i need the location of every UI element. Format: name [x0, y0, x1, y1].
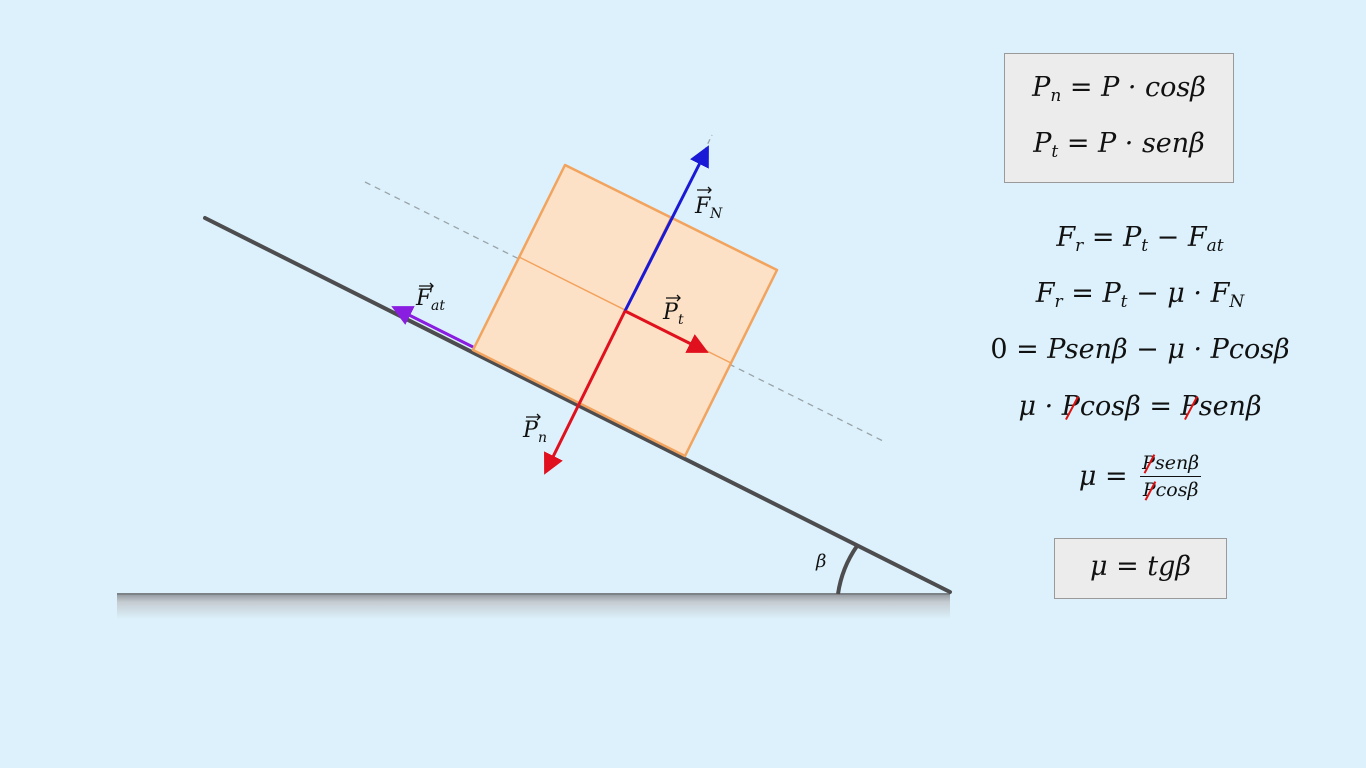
svg-text:n: n	[538, 430, 547, 446]
svg-text:P: P	[662, 300, 679, 325]
svg-text:F: F	[415, 286, 432, 311]
eq-resultant-1: Fr = Pt − Fat	[1056, 222, 1224, 256]
eq-cancel-p: μ · Pcosβ = Psenβ	[1018, 391, 1262, 422]
label-fat: F at	[415, 282, 445, 314]
svg-text:at: at	[431, 298, 445, 314]
cancel-mark-2: P	[1180, 391, 1199, 422]
cancel-mark-4: P	[1142, 479, 1156, 501]
tangential-weight-arrow	[624, 309, 709, 353]
eq-pt-sub: t	[1051, 142, 1059, 162]
eq-zero-balance: 0 = Psenβ − μ · Pcosβ	[990, 334, 1290, 365]
mu-fraction: Psenβ Pcosβ	[1140, 452, 1202, 501]
components-box: Pn = P · cosβ Pt = P · senβ	[1004, 53, 1234, 183]
eq-pt-rhs: = P · senβ	[1066, 128, 1205, 159]
eq-pn: Pn = P · cosβ	[1005, 72, 1233, 106]
eq-pn-sub: n	[1050, 86, 1062, 106]
label-pn: P n	[522, 413, 547, 446]
label-fn: F N	[694, 186, 723, 222]
angle-label: β	[815, 551, 826, 572]
eq-resultant-2: Fr = Pt − μ · FN	[1035, 278, 1245, 312]
angle-arc	[836, 544, 859, 595]
svg-text:F: F	[694, 194, 711, 219]
normal-weight-arrow	[544, 310, 627, 475]
eq-pn-rhs: = P · cosβ	[1069, 72, 1206, 103]
normal-force-arrow	[623, 145, 709, 312]
result-box: μ = tgβ	[1054, 538, 1227, 599]
label-pt: P t	[662, 294, 684, 328]
eq-pt: Pt = P · senβ	[1005, 128, 1233, 162]
svg-text:t: t	[678, 312, 684, 328]
ground-shadow	[117, 593, 950, 619]
eq-mu-fraction: μ = Psenβ Pcosβ	[1078, 452, 1202, 501]
result-text: μ = tgβ	[1089, 551, 1192, 582]
eq-pn-lhs: P	[1032, 72, 1051, 103]
svg-text:P: P	[522, 418, 539, 443]
cancel-mark-3: P	[1142, 452, 1155, 474]
svg-text:N: N	[709, 206, 723, 222]
eq-pt-lhs: P	[1033, 128, 1052, 159]
cancel-mark-1: P	[1061, 391, 1080, 422]
friction-arrow	[391, 306, 474, 349]
